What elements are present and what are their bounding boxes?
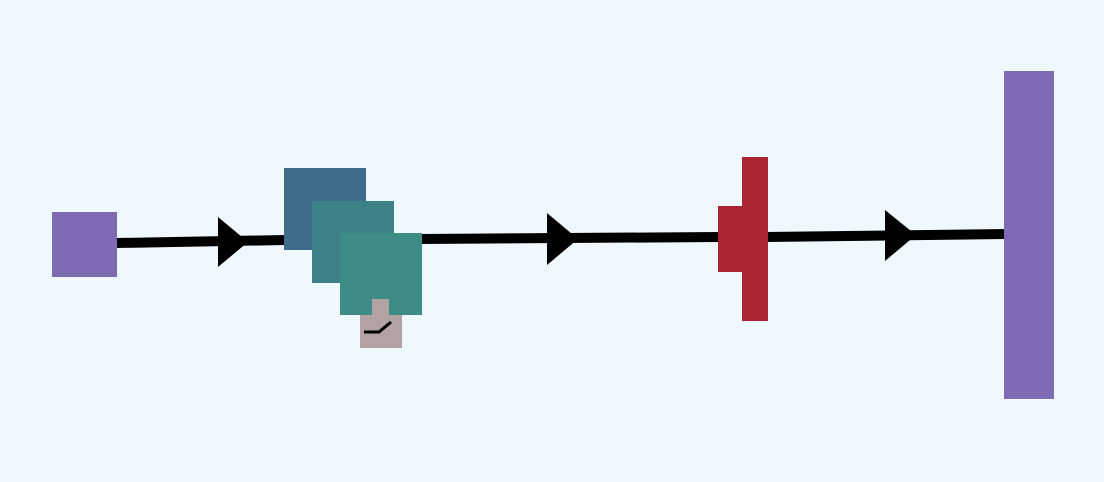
sink-node: [1004, 71, 1054, 399]
arrow-head-1: [218, 217, 248, 267]
connector-box: [360, 299, 402, 348]
wire-source-to-stack: [116, 235, 287, 248]
arrow-head-3: [885, 210, 916, 261]
barrier-vertical-bar: [742, 157, 768, 321]
barrier-side-block: [718, 206, 746, 272]
arrow-head-2: [547, 213, 578, 265]
barrier-node: [718, 157, 768, 321]
switch-icon: [364, 320, 392, 334]
connector-node: [360, 299, 402, 348]
source-node: [52, 212, 117, 277]
